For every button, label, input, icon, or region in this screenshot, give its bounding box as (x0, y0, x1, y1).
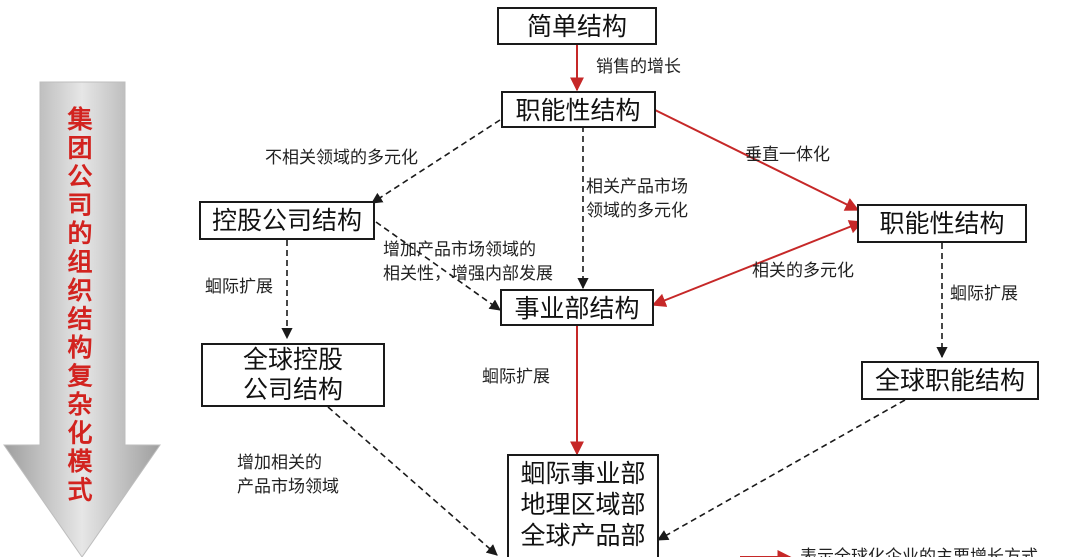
legend-text: 表示全球化企业的主要增长方式 (800, 547, 1038, 557)
edge-increase-relatedness (375, 221, 501, 311)
side-title-char: 式 (67, 476, 92, 505)
side-title-char: 模 (67, 447, 93, 476)
side-title-char: 团 (67, 134, 92, 163)
label-intl-expansion-center: 蛔际扩展 (482, 367, 550, 387)
side-title-char: 化 (67, 419, 92, 448)
node-functional-right: 职能性结构 (857, 204, 1027, 243)
label-intl-expansion-right: 蛔际扩展 (950, 284, 1018, 304)
node-international-line2: 地理区域部 (520, 490, 645, 519)
side-title-char: 杂 (67, 390, 92, 419)
label-related-diversification: 相关的多元化 (752, 261, 854, 281)
label-intl-expansion-left: 蛔际扩展 (205, 277, 273, 297)
label-increase-relatedness-1: 增加产品市场领域的 (383, 240, 536, 260)
side-title-char: 复 (67, 362, 93, 391)
node-division-label: 事业部结构 (514, 294, 639, 323)
side-title-char: 结 (67, 305, 92, 334)
side-title-char: 的 (67, 219, 92, 248)
label-increase-relatedness-2: 相关性，增强内部发展 (383, 264, 553, 284)
node-international-line3: 全球产品部 (520, 521, 645, 550)
node-functional-right-label: 职能性结构 (879, 209, 1004, 238)
edge-increase-related-markets (327, 406, 498, 556)
node-division: 事业部结构 (500, 289, 654, 326)
side-title-char: 司 (67, 191, 92, 220)
label-related-product-market-1: 相关产品市场 (586, 177, 688, 197)
node-global-holding: 全球控股 公司结构 (201, 343, 385, 407)
node-global-functional: 全球职能结构 (861, 361, 1039, 400)
side-down-arrow (3, 81, 161, 557)
node-holding: 控股公司结构 (199, 201, 375, 240)
label-increase-related-markets-2: 产品市场领域 (237, 477, 339, 497)
node-global-holding-line2: 公司结构 (243, 375, 343, 404)
node-international: 蛔际事业部 地理区域部 全球产品部 (507, 454, 659, 557)
node-functional-center-label: 职能性结构 (515, 96, 640, 125)
label-increase-related-markets-1: 增加相关的 (237, 453, 322, 473)
label-sales-growth: 销售的增长 (596, 57, 681, 77)
node-global-functional-label: 全球职能结构 (875, 366, 1025, 395)
edge-related-diversification (651, 220, 864, 307)
node-international-line1: 蛔际事业部 (520, 459, 645, 488)
node-simple-label: 简单结构 (527, 12, 627, 41)
side-title-char: 集 (66, 105, 93, 134)
edge-unrelated-diversification (371, 119, 501, 204)
node-global-holding-line1: 全球控股 (243, 345, 343, 374)
node-functional-center: 职能性结构 (501, 91, 656, 128)
side-title: 集团公司的组织结构复杂化模式 (66, 105, 93, 505)
side-title-char: 织 (67, 276, 92, 305)
side-title-char: 组 (67, 248, 92, 277)
label-related-product-market-2: 领域的多元化 (586, 201, 688, 221)
side-title-char: 公 (67, 162, 92, 191)
edge-global-functional-to-intl (657, 399, 906, 541)
node-holding-label: 控股公司结构 (212, 206, 362, 235)
node-simple-structure: 简单结构 (497, 7, 657, 45)
edge-vertical-integration (654, 109, 860, 211)
label-vertical-integration: 垂直一体化 (745, 145, 830, 165)
label-unrelated-diversification: 不相关领域的多元化 (265, 148, 418, 168)
side-title-char: 构 (67, 333, 92, 362)
